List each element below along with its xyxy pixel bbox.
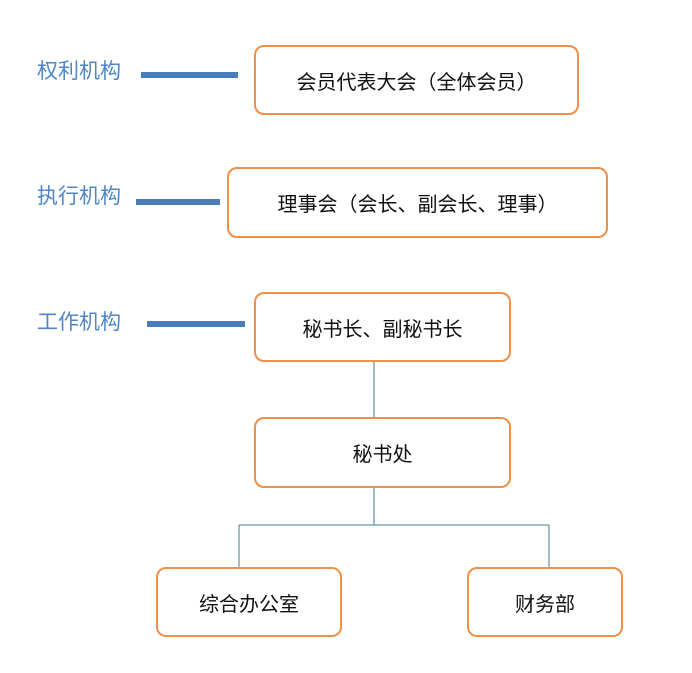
node-council: 理事会（会长、副会长、理事） <box>227 167 608 238</box>
node-secretariat: 秘书处 <box>254 417 511 488</box>
node-general-office: 综合办公室 <box>156 567 342 637</box>
level-bar-working <box>147 321 245 327</box>
level-bar-authority <box>141 72 238 78</box>
node-member-congress: 会员代表大会（全体会员） <box>254 45 579 115</box>
level-label-executive: 执行机构 <box>37 184 121 208</box>
level-bar-executive <box>136 199 220 205</box>
node-secretary-general: 秘书长、副秘书长 <box>254 292 511 362</box>
node-finance-department: 财务部 <box>467 567 623 637</box>
level-label-authority: 权利机构 <box>37 59 121 83</box>
level-label-working: 工作机构 <box>37 310 121 334</box>
